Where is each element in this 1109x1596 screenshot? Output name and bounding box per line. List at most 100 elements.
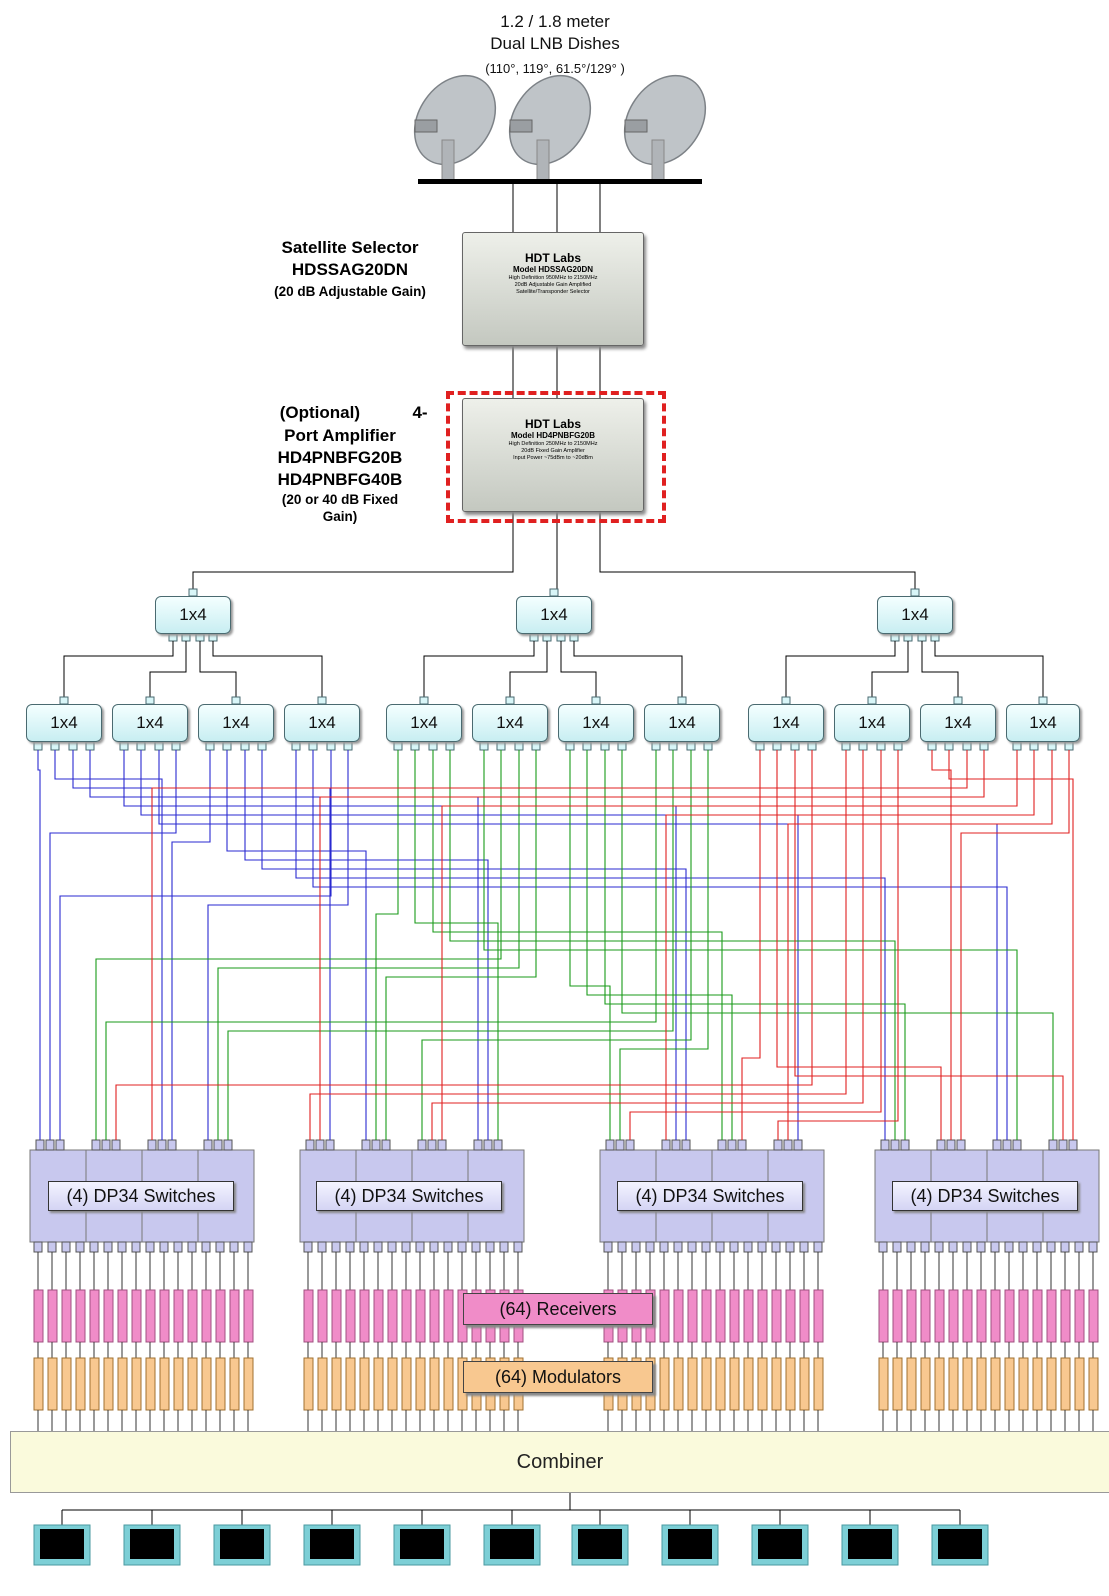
port	[56, 1140, 64, 1150]
port	[618, 742, 626, 750]
modulator-unit	[416, 1358, 425, 1410]
receiver-unit	[188, 1290, 197, 1342]
splitter-l2-4: 1x4	[284, 704, 360, 742]
feed-wire	[55, 750, 162, 1140]
amplifier-title: Port Amplifier	[240, 426, 440, 446]
modulator-unit	[216, 1358, 225, 1410]
receiver-unit	[1089, 1290, 1098, 1342]
port	[344, 742, 352, 750]
port	[224, 1140, 232, 1150]
modulator-unit	[332, 1358, 341, 1410]
port	[949, 1242, 957, 1252]
modulator-unit	[104, 1358, 113, 1410]
feed-wire	[96, 750, 501, 1140]
port	[718, 1140, 726, 1150]
port	[550, 589, 558, 596]
modulator-unit	[949, 1358, 958, 1410]
modulator-unit	[146, 1358, 155, 1410]
modulator-unit	[907, 1358, 916, 1410]
port	[1065, 742, 1073, 750]
port	[292, 742, 300, 750]
lnb-1	[415, 120, 437, 132]
feed-wire	[208, 750, 348, 1140]
receiver-unit	[935, 1290, 944, 1342]
modulator-unit	[786, 1358, 795, 1410]
modulator-unit	[963, 1358, 972, 1410]
modulator-unit	[318, 1358, 327, 1410]
port	[954, 697, 962, 704]
dish-type-label: Dual LNB Dishes	[355, 34, 755, 54]
port	[937, 1140, 945, 1150]
receivers-tag: (64) Receivers	[463, 1293, 653, 1325]
port	[879, 1242, 887, 1252]
receiver-unit	[430, 1290, 439, 1342]
port	[411, 742, 419, 750]
port	[86, 742, 94, 750]
port	[137, 742, 145, 750]
port	[773, 742, 781, 750]
amplifier-model-40: HD4PNBFG40B	[240, 470, 440, 490]
tv-screen-2	[130, 1529, 174, 1559]
port	[326, 1140, 334, 1150]
port	[1048, 742, 1056, 750]
modulator-unit	[174, 1358, 183, 1410]
feed-wire	[376, 750, 398, 1140]
dish-mount-2	[537, 140, 549, 180]
port	[1075, 1242, 1083, 1252]
port	[168, 1140, 176, 1150]
port	[530, 634, 538, 641]
port	[216, 1242, 224, 1252]
feed-wire	[484, 750, 1017, 1140]
receiver-unit	[416, 1290, 425, 1342]
port	[36, 1140, 44, 1150]
port	[786, 1242, 794, 1252]
receiver-unit	[744, 1290, 753, 1342]
modulator-unit	[758, 1358, 767, 1410]
split-fanout	[150, 641, 186, 704]
port	[601, 742, 609, 750]
port	[716, 1242, 724, 1252]
receiver-unit	[90, 1290, 99, 1342]
receiver-unit	[893, 1290, 902, 1342]
modulator-unit	[346, 1358, 355, 1410]
port	[34, 1242, 42, 1252]
port	[480, 742, 488, 750]
port	[1003, 1140, 1011, 1150]
port	[669, 742, 677, 750]
modulator-unit	[1033, 1358, 1042, 1410]
feed-wire	[313, 750, 1007, 1140]
port	[756, 742, 764, 750]
port	[360, 1242, 368, 1252]
modulator-unit	[702, 1358, 711, 1410]
modulator-unit	[991, 1358, 1000, 1410]
port	[893, 1242, 901, 1252]
modulator-unit	[1061, 1358, 1070, 1410]
port	[728, 1140, 736, 1150]
receiver-unit	[346, 1290, 355, 1342]
tv-screen-4	[310, 1529, 354, 1559]
port	[146, 697, 154, 704]
modulator-unit	[1047, 1358, 1056, 1410]
modulator-unit	[800, 1358, 809, 1410]
port	[306, 1140, 314, 1150]
tv-screen-7	[578, 1529, 622, 1559]
receiver-unit	[230, 1290, 239, 1342]
modulator-unit	[935, 1358, 944, 1410]
receiver-unit	[977, 1290, 986, 1342]
port	[258, 742, 266, 750]
receiver-unit	[963, 1290, 972, 1342]
port	[918, 634, 926, 641]
modulator-unit	[430, 1358, 439, 1410]
port	[935, 1242, 943, 1252]
port	[318, 1242, 326, 1252]
receiver-unit	[1047, 1290, 1056, 1342]
tv-screen-3	[220, 1529, 264, 1559]
feed-wire	[742, 750, 760, 1140]
receiver-unit	[921, 1290, 930, 1342]
port	[674, 1242, 682, 1252]
splitter-l2-5: 1x4	[386, 704, 462, 742]
amplifier-gain-2: Gain)	[240, 509, 440, 524]
feed-wire	[60, 750, 331, 1140]
port	[774, 1140, 782, 1150]
port	[901, 1140, 909, 1150]
